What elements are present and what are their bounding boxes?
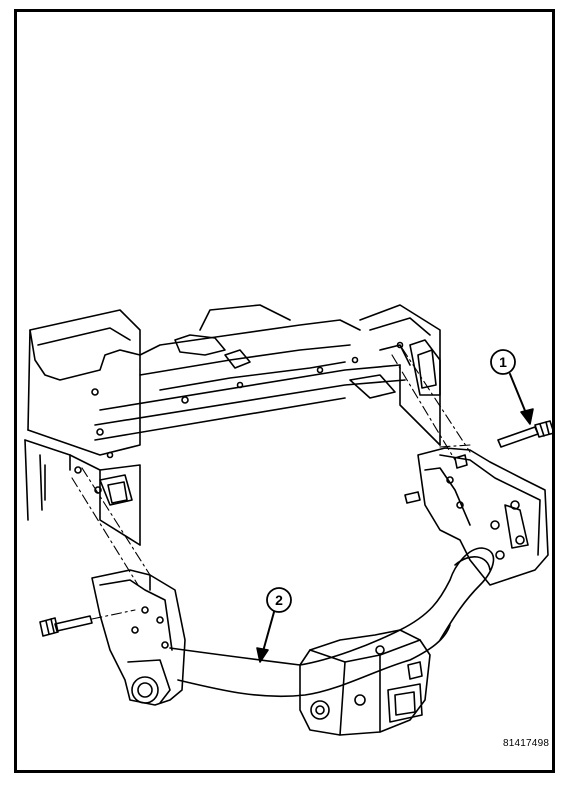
right-hitch-bracket <box>417 447 549 586</box>
figure-id-label: 81417498 <box>503 738 550 749</box>
hitch-receiver <box>169 547 495 736</box>
bolt-right <box>497 420 555 448</box>
callout-1-label: 1 <box>499 354 507 370</box>
callout-2 <box>256 587 292 663</box>
bolt-left <box>39 615 93 637</box>
vehicle-frame <box>24 304 441 546</box>
figure-frame <box>14 9 555 773</box>
alignment-lines <box>71 347 471 620</box>
callout-1 <box>490 349 534 425</box>
small-fasteners <box>404 454 468 504</box>
left-hitch-bracket <box>91 569 186 706</box>
callout-2-label: 2 <box>275 592 283 608</box>
